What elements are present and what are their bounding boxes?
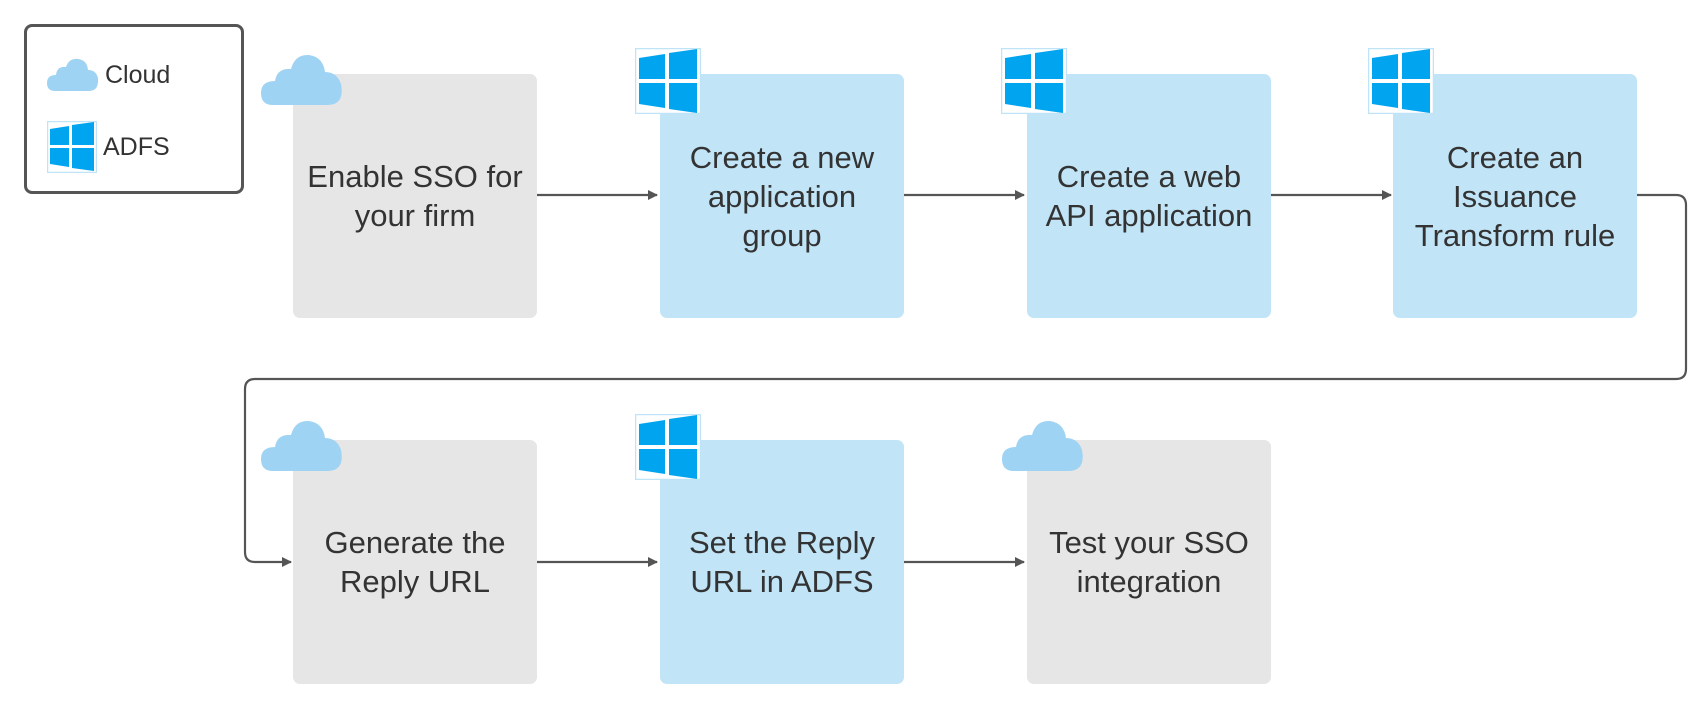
step-1-box: Enable SSO for your firm [293,74,537,318]
step-1-label: Enable SSO for your firm [307,159,523,233]
step-4-box: Create an Issuance Transform rule [1393,74,1637,318]
legend-item-adfs: ADFS [47,119,170,175]
windows-icon [1368,48,1434,114]
step-2-box: Create a new application group [660,74,904,318]
legend-label-adfs: ADFS [103,132,170,161]
legend: Cloud ADFS [24,24,244,194]
windows-icon [1001,48,1067,114]
cloud-icon [47,58,99,91]
step-3-label: Create a web API application [1045,159,1253,233]
step-5-label: Generate the Reply URL [324,525,506,599]
step-7-label: Test your SSO integration [1049,525,1249,599]
windows-icon [47,121,97,173]
legend-item-cloud: Cloud [47,47,170,103]
step-4-label: Create an Issuance Transform rule [1414,139,1616,253]
connector-4-5 [243,193,1688,567]
step-6-box: Set the Reply URL in ADFS [660,440,904,684]
step-6-label: Set the Reply URL in ADFS [688,525,876,599]
step-2-label: Create a new application group [689,139,875,253]
cloud-icon [261,54,342,105]
windows-icon [635,414,701,480]
legend-label-cloud: Cloud [105,60,171,89]
windows-icon [635,48,701,114]
step-5-box: Generate the Reply URL [293,440,537,684]
step-3-box: Create a web API application [1027,74,1271,318]
cloud-icon [1002,420,1083,471]
step-7-box: Test your SSO integration [1027,440,1271,684]
cloud-icon [261,420,342,471]
